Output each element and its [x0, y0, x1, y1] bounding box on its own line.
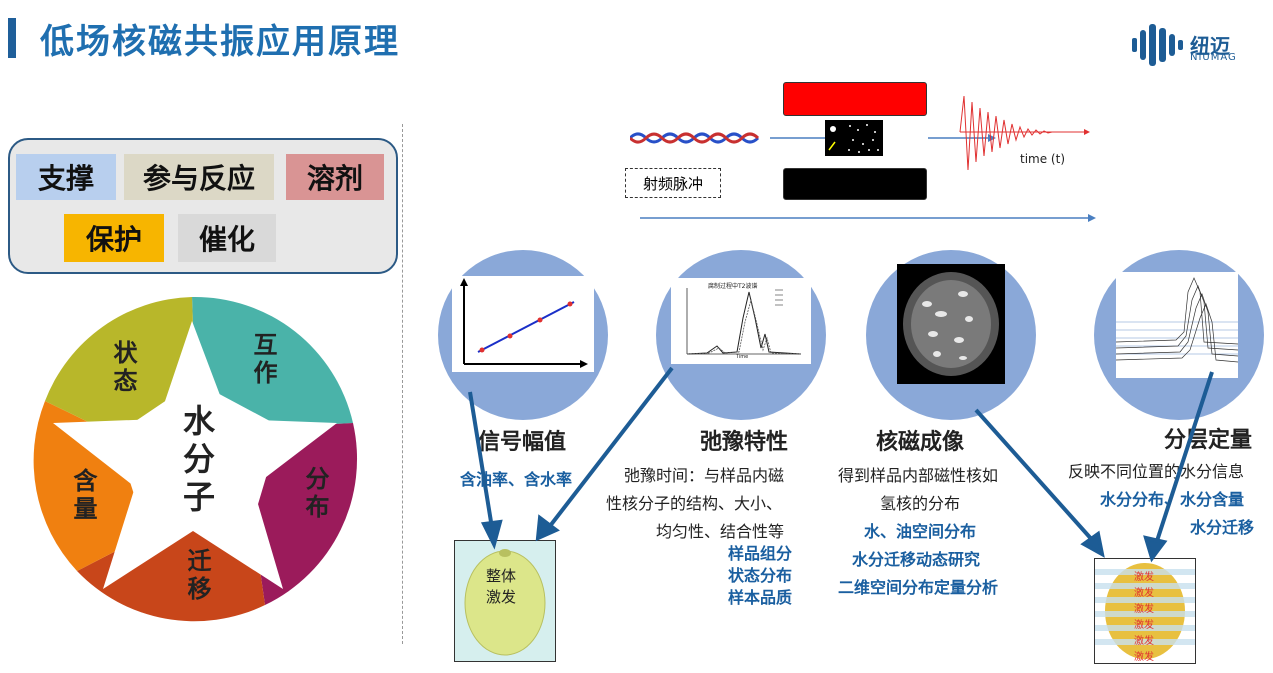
section-divider: [402, 124, 403, 644]
mri-image-icon: [897, 264, 1005, 384]
star-label-state: 状态: [109, 340, 137, 396]
rf-pulse-wave-icon: [630, 132, 760, 144]
layer-label-6: 激发: [1134, 652, 1154, 663]
signal-detail: 含油率、含水率: [460, 470, 573, 489]
segment-interaction: [192, 296, 353, 427]
layer-label-1: 激发: [1134, 572, 1154, 583]
logo-subtitle: NIUMAG: [1190, 52, 1237, 63]
layer-label-5: 激发: [1134, 636, 1154, 647]
segment-content: [33, 401, 147, 571]
star-center: [53, 321, 337, 589]
segment-distribution: [253, 423, 358, 605]
layer-label-3: 激发: [1134, 604, 1154, 615]
imaging-desc-2: 氢核的分布: [880, 494, 961, 513]
relaxation-desc-1: 弛豫时间：与样品内磁: [624, 466, 785, 485]
page-title: 低场核磁共振应用原理: [40, 22, 400, 62]
star-label-interaction: 互作: [249, 332, 277, 388]
layer-desc: 反映不同位置的水分信息: [1068, 462, 1245, 481]
t2-spectrum-chart-icon: [671, 278, 811, 364]
imaging-point-3: 二维空间分布定量分析: [838, 578, 999, 597]
t2-chart-title: 腐制过程中T2波谱: [708, 283, 758, 290]
relaxation-point-2: 状态分布: [728, 566, 793, 585]
niumag-logo-icon: [1132, 24, 1183, 66]
role-tag-protection: 保护: [64, 214, 164, 262]
star-label-distribution: 分布: [301, 466, 329, 522]
whole-excitation-sample: [454, 540, 556, 662]
lemon-sample-icon: [464, 549, 546, 656]
star-label-migration: 迁移: [183, 548, 211, 604]
fid-signal-decay-icon: [959, 95, 1090, 171]
layered-lemon-sample-icon: [1095, 563, 1195, 659]
layer-profile-chart-icon: [1116, 272, 1238, 378]
t2-chart-xlabel: Time: [736, 354, 749, 360]
layer-label-4: 激发: [1134, 620, 1154, 631]
star-center-label: 水分子: [178, 404, 216, 518]
spin-image-icon: [825, 120, 883, 156]
imaging-point-2: 水分迁移动态研究: [852, 550, 981, 569]
magnet-pole-red: [783, 82, 927, 116]
relaxation-heading: 弛豫特性: [700, 430, 789, 455]
layer-point-2: 水分迁移: [1190, 518, 1255, 537]
imaging-desc-1: 得到样品内部磁性核如: [838, 466, 999, 485]
role-tag-support: 支撑: [16, 154, 116, 200]
rf-pulse-label: 射频脉冲: [625, 168, 721, 198]
role-tag-catalysis: 催化: [178, 214, 276, 262]
roles-box: 支撑 参与反应 溶剂 保护 催化: [8, 138, 398, 274]
relaxation-point-3: 样本品质: [728, 588, 793, 607]
layer-label-2: 激发: [1134, 588, 1154, 599]
linear-fit-chart-icon: [452, 276, 594, 372]
signal-heading: 信号幅值: [478, 430, 567, 455]
water-molecule-star-diagram: [33, 296, 358, 622]
pulse-arrows: [640, 134, 1096, 222]
relaxation-point-1: 样品组分: [728, 544, 793, 563]
layer-heading: 分层定量: [1164, 428, 1253, 453]
role-tag-reaction: 参与反应: [124, 154, 274, 200]
layer-excitation-sample: [1094, 558, 1196, 664]
imaging-point-1: 水、油空间分布: [864, 522, 977, 541]
time-axis-label: time (t): [1020, 152, 1065, 166]
magnet-pole-black: [783, 168, 927, 200]
relaxation-desc-2: 性核分子的结构、大小、: [606, 494, 783, 513]
segment-state: [45, 297, 195, 435]
logo-name: 纽迈: [1190, 34, 1230, 58]
title-accent-bar: [8, 18, 16, 58]
role-tag-solvent: 溶剂: [286, 154, 384, 200]
whole-excitation-label: 整体激发: [486, 567, 517, 606]
imaging-heading: 核磁成像: [876, 430, 965, 455]
relaxation-desc-3: 均匀性、结合性等: [656, 522, 785, 541]
star-label-content: 含量: [69, 468, 97, 524]
